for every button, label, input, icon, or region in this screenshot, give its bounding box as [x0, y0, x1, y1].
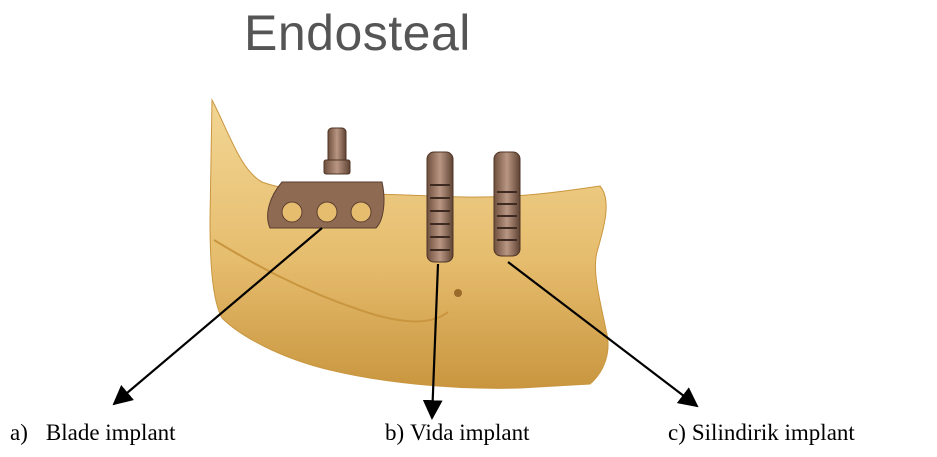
caption-silindirik-implant: c)Silindirik implant — [668, 420, 855, 446]
caption-letter: c) — [668, 420, 686, 445]
caption-text: Blade implant — [46, 420, 176, 445]
caption-blade-implant: a) Blade implant — [10, 420, 176, 446]
caption-letter: b) — [385, 420, 404, 445]
mandible-bone — [210, 100, 608, 388]
screw-implant — [427, 152, 453, 262]
caption-text: Vida implant — [410, 420, 529, 445]
caption-vida-implant: b)Vida implant — [385, 420, 530, 446]
blade-implant — [268, 128, 384, 228]
mental-foramen — [454, 289, 462, 297]
cylinder-implant — [494, 152, 520, 256]
caption-text: Silindirik implant — [692, 420, 855, 445]
caption-letter: a) — [10, 420, 28, 445]
